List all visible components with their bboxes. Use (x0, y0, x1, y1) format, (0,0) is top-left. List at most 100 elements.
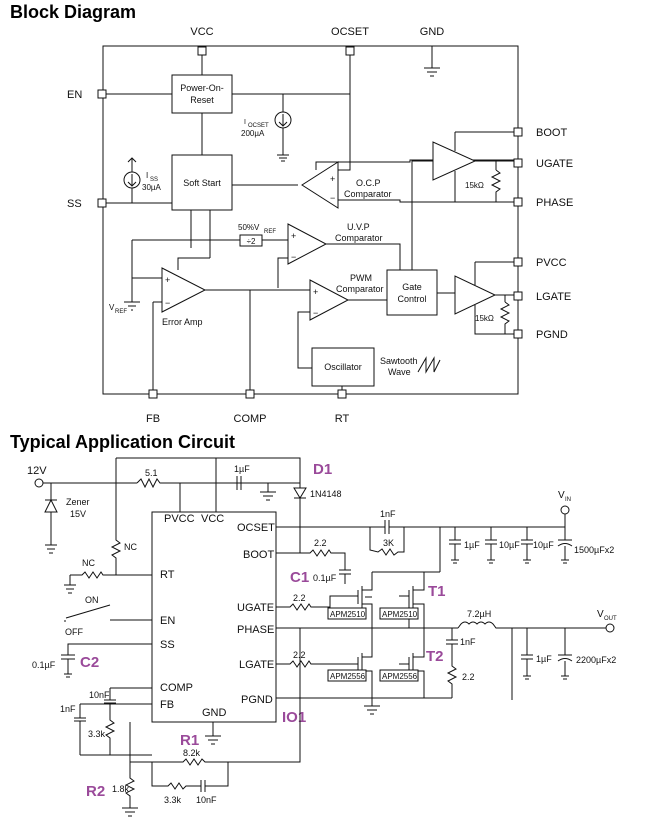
iss-label-val: 30µA (142, 183, 162, 192)
pin-ss (97, 198, 107, 208)
iss-label-sub: SS (150, 177, 158, 183)
uvp-comparator (287, 223, 328, 265)
por-label-1: Power-On- (180, 83, 224, 93)
pwm-label-1: PWM (350, 273, 372, 283)
pin-fb (148, 389, 158, 399)
r15k-top-label: 15kΩ (465, 181, 484, 190)
c1nf-ocset-label: 1nF (380, 509, 396, 519)
gate-control-label-2: Control (397, 294, 426, 304)
iss-label-i: I (146, 171, 148, 180)
cin-1uf-label: 1µF (464, 540, 480, 550)
r-snub-label: 2.2 (462, 672, 475, 682)
ic-pin-ss: SS (160, 639, 175, 651)
snubber (446, 628, 458, 698)
iocset-label-i: I (244, 119, 246, 126)
ic-pin-comp: COMP (160, 682, 193, 694)
apm2510-a-label: APM2510 (330, 610, 366, 619)
r33k-comp-label: 3.3k (88, 729, 106, 739)
pin-phase (513, 197, 523, 207)
pin-label-lgate: LGATE (536, 291, 571, 303)
vref-sub: REF (115, 309, 127, 315)
ic-pin-rt: RT (160, 569, 175, 581)
annotation-t1: T1 (428, 583, 446, 600)
block-diagram-title: Block Diagram (10, 2, 136, 22)
vcc-decoupling (179, 458, 276, 512)
v12-wire (43, 482, 137, 500)
cout-1uf-label: 1µF (536, 654, 552, 664)
r18k-label: 1.8k (112, 784, 130, 794)
fb-rc (151, 762, 229, 792)
pwm-wires (297, 299, 387, 369)
apm2556-a-box (327, 669, 367, 682)
annotation-r1: R1 (180, 732, 199, 749)
ic-pin-fb: FB (160, 699, 174, 711)
uvp-wires (132, 239, 401, 288)
soft-start-label: Soft Start (183, 178, 221, 188)
ocset-wires (232, 55, 351, 171)
uvp-label-1: U.V.P (347, 222, 370, 232)
r51-label: 5.1 (145, 468, 158, 478)
cin-10uf-a-label: 10µF (499, 540, 520, 550)
iocset-arrow-icon (278, 114, 288, 155)
cin-1uf (449, 527, 461, 564)
r51-resistor (136, 477, 300, 489)
c-snub-label: 1nF (460, 637, 476, 647)
pin-label-phase: PHASE (536, 197, 573, 209)
pin-boot (513, 127, 523, 137)
pwm-label-2: Comparator (336, 284, 384, 294)
ic-pin-pvcc: PVCC (164, 513, 195, 525)
cout-bulk-label: 2200µFx2 (576, 655, 616, 665)
pin-label-en: EN (67, 89, 82, 101)
ugate-network (276, 595, 358, 611)
en-switch (64, 604, 152, 622)
vin-terminal (560, 505, 570, 515)
c-ss-label: 0.1µF (32, 660, 56, 670)
pin-label-pvcc: PVCC (536, 257, 567, 269)
soft-start-block (171, 154, 233, 211)
application-circuit: PVCC VCC OCSET BOOT RT UGATE EN PHASE SS… (27, 457, 617, 817)
vref50-sub: REF (264, 229, 276, 235)
pin-label-ugate: UGATE (536, 158, 573, 170)
ls-driver-wires (474, 261, 514, 335)
ocp-label-1: O.C.P (356, 178, 381, 188)
pin-label-ocset: OCSET (331, 26, 369, 38)
comp-network (74, 687, 152, 756)
cin-bulk (557, 527, 573, 564)
ic-pin-vcc: VCC (201, 513, 224, 525)
annotation-io1: IO1 (282, 709, 306, 726)
por-block (171, 74, 233, 114)
vin-sub: IN (565, 497, 571, 503)
lgate-network (276, 660, 358, 668)
inductor-label: 7.2µH (467, 609, 491, 619)
zener-label-2: 15V (70, 509, 86, 519)
gnd-pin-symbol (205, 722, 221, 745)
iocset-label-sub: OCSET (248, 123, 269, 129)
gate-control-label-1: Gate (402, 282, 422, 292)
ss-capacitor (61, 643, 152, 678)
iocset-gnd-icon (277, 154, 289, 162)
ocp-minus: − (330, 193, 335, 203)
apm2556-a-label: APM2556 (330, 672, 366, 681)
annotation-d1: D1 (313, 461, 332, 478)
ic-outline (102, 45, 519, 395)
pin-label-fb: FB (146, 413, 160, 425)
rt-pulldown (64, 571, 116, 594)
vout-label: V (597, 609, 604, 620)
c10nf-fb-label: 10nF (196, 795, 217, 805)
c10nf-label: 10nF (89, 690, 110, 700)
gnd-symbol-top (424, 46, 440, 77)
pwm-minus: − (313, 308, 318, 318)
pin-label-gnd: GND (420, 26, 445, 38)
pin-ocset (345, 46, 355, 56)
pin-label-pgnd: PGND (536, 329, 568, 341)
pin-lgate (513, 291, 523, 301)
annotation-c2: C2 (80, 654, 99, 671)
d1-diode-icon (293, 487, 307, 548)
fb-feedback (129, 628, 301, 766)
apm2510-a-box (327, 607, 367, 620)
sawtooth-label-1: Sawtooth (380, 356, 418, 366)
r15k-bottom-label: 15kΩ (475, 314, 494, 323)
phase-inductor (276, 621, 610, 629)
por-wires (106, 55, 203, 155)
gate-control-wires (411, 160, 455, 294)
